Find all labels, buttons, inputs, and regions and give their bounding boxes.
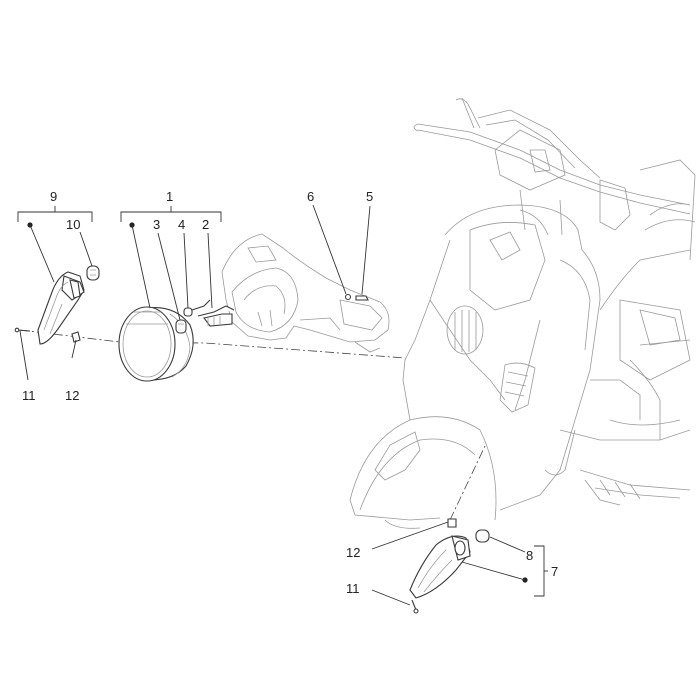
leader-lines (17, 204, 548, 606)
callout-8: 8 (526, 548, 533, 563)
callout-1: 1 (166, 189, 173, 204)
callout-10: 10 (66, 217, 80, 232)
headlamp-assembly (118, 306, 194, 382)
callout-7: 7 (551, 564, 558, 579)
callout-6: 6 (307, 189, 314, 204)
callout-2: 2 (202, 217, 209, 232)
bulb-part-8 (475, 529, 490, 543)
callout-11-bottom: 11 (346, 581, 360, 596)
callout-5: 5 (366, 189, 373, 204)
screw-part-11-left (14, 327, 31, 333)
callout-9: 9 (50, 189, 57, 204)
left-turn-signal-assembly (37, 271, 85, 345)
wiring-part-2 (197, 305, 235, 327)
screw-part-11-bottom (411, 599, 419, 614)
callout-4: 4 (178, 217, 185, 232)
callout-12-left: 12 (65, 388, 79, 403)
handlebar-cover-outline (221, 233, 390, 353)
washer-part-6 (344, 293, 352, 301)
scooter-outline (349, 97, 696, 529)
right-turn-signal-assembly (409, 535, 471, 599)
callout-12-bottom: 12 (346, 545, 360, 560)
clip-part-12-left (71, 331, 81, 343)
clip-part-12-bottom (447, 518, 457, 528)
callout-11-left: 11 (22, 388, 36, 403)
bulb-part-10 (86, 265, 100, 281)
bulb-part-3 (175, 319, 187, 334)
turn-signal-axis-line (449, 445, 486, 521)
callout-3: 3 (153, 217, 160, 232)
screw-part-5 (355, 295, 369, 301)
